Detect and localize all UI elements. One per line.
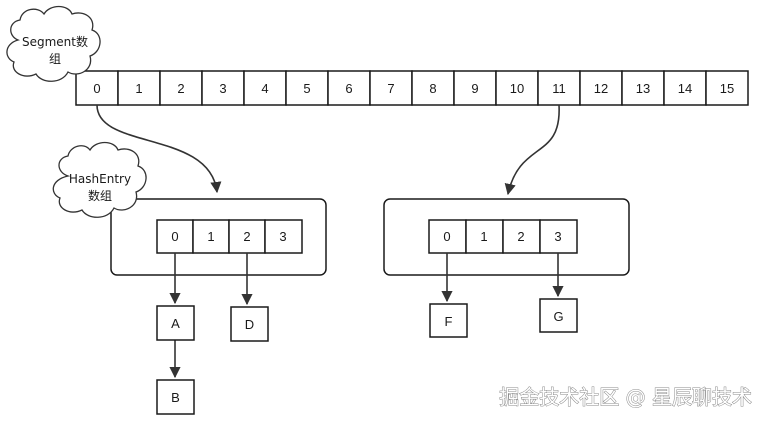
hashentry-cell: 3 — [539, 219, 578, 254]
segment-index: 8 — [429, 81, 436, 96]
segment-cell: 8 — [411, 70, 455, 106]
segment-cell: 4 — [243, 70, 287, 106]
segment-array-cloud-label: Segment数 组 — [6, 5, 101, 82]
segment-cell: 15 — [705, 70, 749, 106]
segment-index: 1 — [135, 81, 142, 96]
hashentry-index: 3 — [554, 229, 561, 244]
segment-index: 9 — [471, 81, 478, 96]
watermark: 掘金技术社区 @ 星辰聊技术 — [499, 385, 752, 409]
segment-index: 2 — [177, 81, 184, 96]
segment-cell: 3 — [201, 70, 245, 106]
segment-index: 5 — [303, 81, 310, 96]
hashentry-cell: 1 — [192, 219, 230, 254]
segment-index: 11 — [552, 81, 566, 96]
segment-0-to-hashentry-link — [96, 104, 222, 194]
hashentry-cell: 0 — [428, 219, 467, 254]
hashentry-cell: 1 — [465, 219, 504, 254]
segment-cell: 12 — [579, 70, 623, 106]
segment-cell: 11 — [537, 70, 581, 106]
segment-cell: 10 — [495, 70, 539, 106]
segment-index: 14 — [678, 81, 692, 96]
segment-index: 13 — [636, 81, 650, 96]
hashentry-label-line2: 数组 — [88, 188, 112, 203]
segment-index: 15 — [720, 81, 734, 96]
node-a: A — [156, 305, 195, 341]
node-b: B — [156, 379, 195, 415]
segment-cell: 2 — [159, 70, 203, 106]
hashentry-index: 2 — [243, 229, 250, 244]
node-g-label: G — [553, 309, 563, 324]
segment-cell: 13 — [621, 70, 665, 106]
node-d: D — [230, 306, 269, 342]
segment-cell: 5 — [285, 70, 329, 106]
hashentry-container-left: 0 1 2 3 — [110, 198, 327, 276]
node-d-label: D — [245, 317, 254, 332]
hashentry-index: 0 — [443, 229, 450, 244]
segment-cell: 0 — [75, 70, 119, 106]
hashentry-index: 0 — [171, 229, 178, 244]
node-f: F — [429, 303, 468, 338]
hashentry-container-right: 0 1 2 3 — [383, 198, 630, 276]
segment-index: 12 — [594, 81, 608, 96]
segment-index: 10 — [510, 81, 524, 96]
node-a-label: A — [171, 316, 180, 331]
segment-array-label-line2: 组 — [49, 52, 61, 66]
hashentry-index: 3 — [279, 229, 286, 244]
segment-index: 7 — [387, 81, 394, 96]
segment-cell: 7 — [369, 70, 413, 106]
hashentry-array-cloud-label: HashEntry 数组 — [52, 141, 147, 218]
hashentry-index: 1 — [207, 229, 214, 244]
segment-index: 4 — [261, 81, 268, 96]
segment-index: 6 — [345, 81, 352, 96]
segment-cell: 6 — [327, 70, 371, 106]
node-f-label: F — [445, 314, 453, 329]
segment-array: 0 1 2 3 4 5 6 7 8 9 10 11 12 13 14 15 — [75, 70, 749, 106]
segment-index: 3 — [219, 81, 226, 96]
segment-index: 0 — [93, 81, 100, 96]
hashentry-cell: 3 — [264, 219, 303, 254]
node-g: G — [539, 298, 578, 333]
segment-cell: 1 — [117, 70, 161, 106]
hashentry-cell: 2 — [228, 219, 266, 254]
segment-11-to-hashentry-link — [504, 104, 560, 196]
hashentry-index: 2 — [517, 229, 524, 244]
hashentry-label-line1: HashEntry — [69, 172, 131, 186]
hashentry-cell: 0 — [156, 219, 194, 254]
segment-array-label-line1: Segment数 — [22, 34, 88, 49]
hashentry-cell: 2 — [502, 219, 541, 254]
hashentry-index: 1 — [480, 229, 487, 244]
segment-cell: 9 — [453, 70, 497, 106]
segment-cell: 14 — [663, 70, 707, 106]
node-b-label: B — [171, 390, 180, 405]
